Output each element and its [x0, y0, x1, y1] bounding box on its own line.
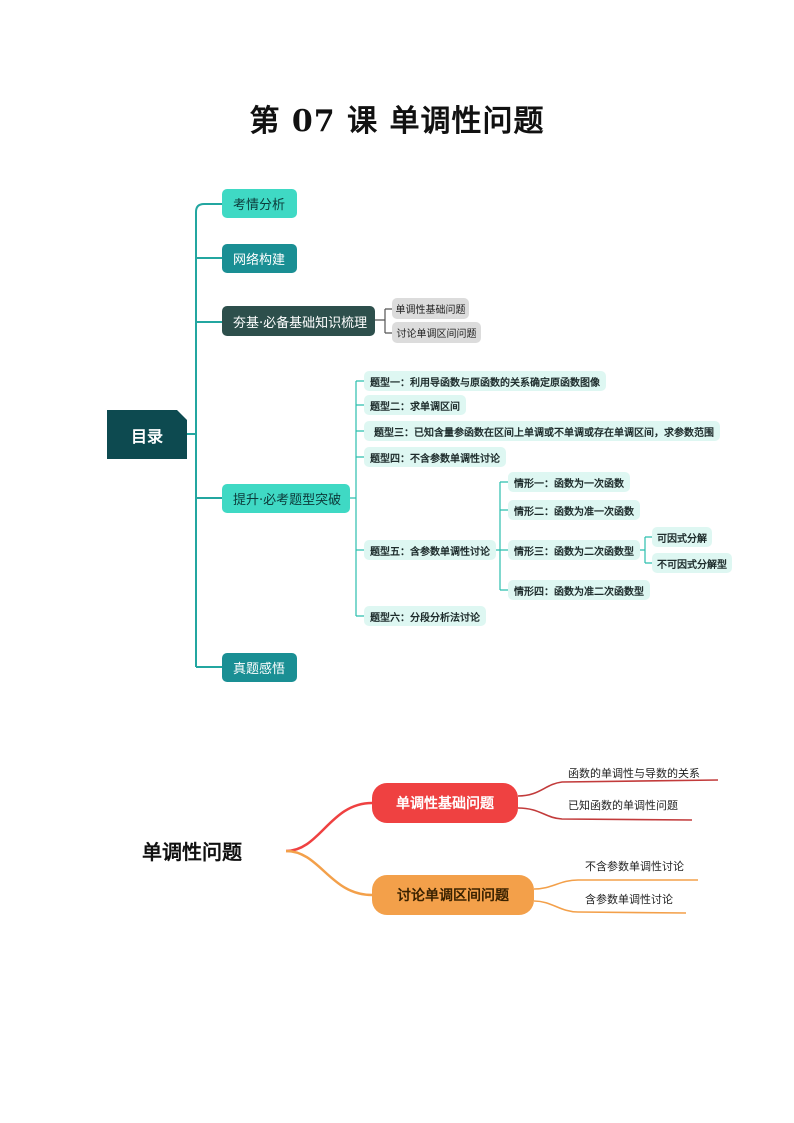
- toc-hangji-label: 夯基·必备基础知识梳理: [233, 315, 368, 331]
- toc-type-label: 题型四：不含参数单调性讨论: [370, 453, 500, 465]
- toc-type-label: 题型五：含参数单调性讨论: [370, 546, 490, 558]
- toc-case-item[interactable]: 情形四：函数为准二次函数型: [508, 580, 650, 600]
- toc-hangji-child-label: 讨论单调区间问题: [396, 329, 477, 340]
- toc-case-label: 情形二：函数为准一次函数: [514, 506, 634, 518]
- toc-type-item[interactable]: 题型六：分段分析法讨论: [364, 606, 486, 626]
- toc-wangluo[interactable]: 网络构建: [222, 244, 297, 273]
- toc-subcase-item[interactable]: 不可因式分解型: [652, 553, 732, 573]
- toc-kaoqing[interactable]: 考情分析: [222, 189, 297, 218]
- toc-root-label: 目录: [130, 426, 163, 446]
- toc-type-label: 题型六：分段分析法讨论: [370, 612, 480, 624]
- mindmap-branch-basic[interactable]: 单调性基础问题: [372, 783, 518, 823]
- toc-type-label: 题型三：已知含量参函数在区间上单调或不单调或存在单调区间，求参数范围: [374, 427, 714, 439]
- toc-hangji-child[interactable]: 单调性基础问题: [392, 298, 469, 319]
- toc-hangji[interactable]: 夯基·必备基础知识梳理: [222, 306, 375, 336]
- mindmap-branch-interval[interactable]: 讨论单调区间问题: [372, 875, 534, 915]
- toc-type-item[interactable]: 题型五：含参数单调性讨论: [364, 540, 496, 560]
- toc-type-label: 题型一：利用导函数与原函数的关系确定原函数图像: [370, 377, 600, 389]
- toc-type-label: 题型二：求单调区间: [370, 401, 460, 413]
- toc-case-item[interactable]: 情形一：函数为一次函数: [508, 472, 630, 492]
- toc-zhenti[interactable]: 真题感悟: [222, 653, 297, 682]
- toc-case-label: 情形三：函数为二次函数型: [514, 546, 634, 558]
- toc-wangluo-label: 网络构建: [233, 253, 286, 268]
- mindmap-leaf: 已知函数的单调性问题: [568, 799, 678, 812]
- toc-case-label: 情形四：函数为准二次函数型: [514, 586, 644, 598]
- mindmap-root: 单调性问题: [142, 840, 242, 864]
- toc-subcase-label: 可因式分解: [657, 533, 707, 545]
- toc-hangji-child[interactable]: 讨论单调区间问题: [392, 322, 481, 343]
- toc-subcase-item[interactable]: 可因式分解: [652, 527, 712, 547]
- toc-type-item[interactable]: 题型二：求单调区间: [364, 395, 466, 415]
- toc-case-label: 情形一：函数为一次函数: [514, 478, 624, 490]
- toc-kaoqing-label: 考情分析: [233, 198, 286, 213]
- toc-type-item[interactable]: 题型一：利用导函数与原函数的关系确定原函数图像: [364, 371, 606, 391]
- page-fold-icon: [177, 410, 187, 420]
- toc-case-item[interactable]: 情形二：函数为准一次函数: [508, 500, 640, 520]
- mindmap-branch-interval-label: 讨论单调区间问题: [397, 888, 509, 904]
- toc-tisheng-label: 提升·必考题型突破: [233, 493, 342, 508]
- toc-root: 目录: [107, 410, 187, 459]
- mindmap-leaf: 不含参数单调性讨论: [585, 860, 684, 873]
- toc-type-item[interactable]: 题型三：已知含量参函数在区间上单调或不单调或存在单调区间，求参数范围: [364, 421, 720, 441]
- mindmap-branch-basic-label: 单调性基础问题: [396, 796, 494, 812]
- toc-hangji-child-label: 单调性基础问题: [395, 305, 466, 316]
- toc-subcase-label: 不可因式分解型: [657, 559, 727, 571]
- toc-tisheng[interactable]: 提升·必考题型突破: [222, 484, 350, 513]
- mindmap-leaf: 函数的单调性与导数的关系: [568, 767, 700, 780]
- toc-type-item[interactable]: 题型四：不含参数单调性讨论: [364, 447, 506, 467]
- toc-zhenti-label: 真题感悟: [233, 662, 286, 677]
- page-title: 第 07 课 单调性问题: [249, 104, 545, 139]
- mindmap-leaf: 含参数单调性讨论: [585, 893, 673, 906]
- toc-case-item[interactable]: 情形三：函数为二次函数型: [508, 540, 640, 560]
